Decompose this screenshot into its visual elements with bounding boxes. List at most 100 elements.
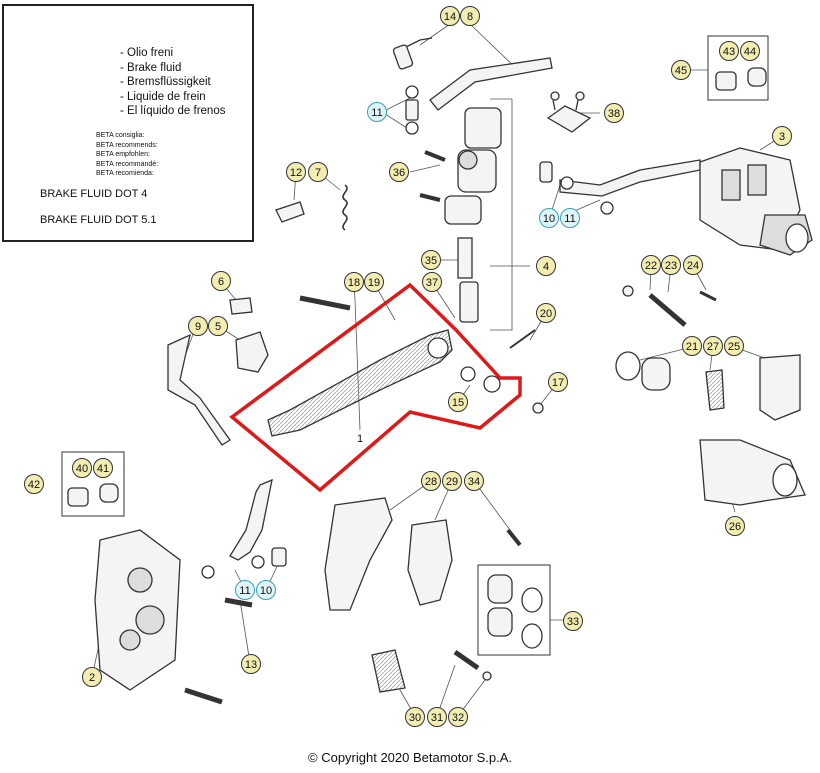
callout-circle [641,255,661,275]
callout-label: 21 [686,341,698,353]
callout-circle [286,162,306,182]
callout-26: 26 [725,516,745,536]
callout-label: 28 [425,476,437,488]
callout-label: 11 [239,585,250,597]
caliper-pistons-rear [615,351,671,391]
callout-40: 40 [72,458,92,478]
fluid-name-list: - Olio freni - Brake fluid - Bremsflüssi… [120,46,225,119]
callout-circle [208,316,228,336]
callout-label: 33 [567,616,579,628]
callout-label: 13 [245,659,257,671]
recommends-en: BETA recommends: [96,141,158,149]
bleed-caps-rear [707,35,769,101]
callout-20: 20 [536,303,556,323]
callout-circle [682,336,702,356]
callout-circle [772,126,792,146]
callout-label: 38 [608,108,620,120]
callout-circle [536,256,556,276]
callout-3: 3 [772,126,792,146]
callout-label: 44 [744,46,756,58]
callout-44: 44 [740,41,760,61]
callout-label: 1 [357,433,363,445]
callout-label: 15 [452,397,464,409]
callout-37: 37 [422,272,442,292]
recommends-it: BETA consiglia: [96,132,145,139]
callout-circle [724,336,744,356]
callout-circle [344,272,364,292]
callout-circle [440,6,460,26]
copyright-notice: © Copyright 2020 Betamotor S.p.A. [308,750,512,765]
front-caliper [94,529,181,691]
callout-circle [421,250,441,270]
callout-13: 13 [241,654,261,674]
fluid-name-de: - Bremsflüssigkeit [120,76,211,88]
callout-12: 12 [286,162,306,182]
callout-25: 25 [724,336,744,356]
callout-circle [367,102,387,122]
callout-label: 3 [779,131,785,143]
callout-18: 18 [344,272,364,292]
recommends-fr: BETA recommandé: [96,160,159,168]
callout-22: 22 [641,255,661,275]
callout-17: 17 [548,372,568,392]
callout-label: 23 [665,260,677,272]
callout-4: 4 [536,256,556,276]
callout-19: 19 [364,272,384,292]
recommendation-list: BETA consiglia: BETA recommends: BETA em… [96,131,158,179]
callout-9: 9 [188,316,208,336]
callout-circle [661,255,681,275]
callout-label: 25 [728,341,740,353]
callout-circle [442,471,462,491]
callout-label: 26 [729,521,741,533]
callout-label: 24 [687,260,699,272]
callout-31: 31 [427,707,447,727]
front-brake-pads [407,519,453,606]
brake-hose-rear-upper [429,57,553,111]
fluid-spec-dot51: BRAKE FLUID DOT 5.1 [40,214,157,226]
callout-28: 28 [421,471,441,491]
banjo-fitting-top [392,44,414,70]
callout-label: 19 [368,277,380,289]
callout-circle [563,611,583,631]
callout-11: 11 [367,102,387,122]
callout-label: 14 [444,11,456,23]
callout-38: 38 [604,103,624,123]
callout-label: 10 [260,585,272,597]
callout-label: 29 [446,476,458,488]
callout-21: 21 [682,336,702,356]
callout-circle [188,316,208,336]
callout-11: 11 [560,208,580,228]
callout-circle [548,372,568,392]
callout-label: 31 [431,712,443,724]
callout-label: 45 [675,65,687,77]
callout-circle [24,474,44,494]
callout-11: 11 [235,580,255,600]
pad-spring-rear [705,369,725,411]
callout-circle [448,392,468,412]
brake-hose-front [229,478,273,561]
callout-label: 9 [195,321,201,333]
callout-29: 29 [442,471,462,491]
callout-10: 10 [539,208,559,228]
callout-5: 5 [208,316,228,336]
callout-label: 8 [467,11,473,23]
callout-24: 24 [683,255,703,275]
callout-circle [82,667,102,687]
callout-circle [364,272,384,292]
callout-label: 20 [540,308,552,320]
callout-45: 45 [671,60,691,80]
recommends-es: BETA recomienda: [96,170,154,177]
callout-14: 14 [440,6,460,26]
callout-label: 2 [89,672,95,684]
callout-label: 7 [315,167,321,179]
callout-label: 12 [290,167,302,179]
rear-caliper [699,147,813,256]
callout-2: 2 [82,667,102,687]
rear-master-cylinder [444,107,502,323]
callout-42: 42 [24,474,44,494]
callout-circle [308,162,328,182]
callout-circle [536,303,556,323]
callout-circle [389,162,409,182]
caliper-pistons-front [477,564,551,656]
